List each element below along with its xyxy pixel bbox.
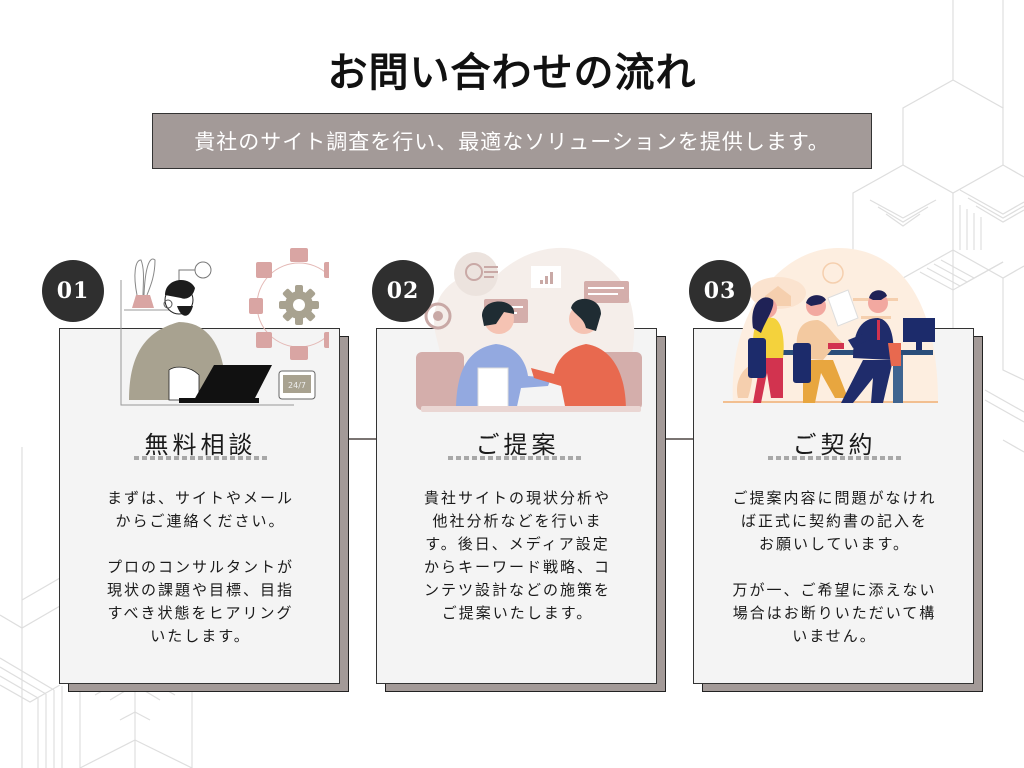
step-number-badge-2: 02: [372, 260, 434, 322]
step-description: まずは、サイトやメール からご連絡ください。 プロのコンサルタントが 現状の課題…: [80, 487, 321, 648]
step-3: ご契約 ご提案内容に問題がなけれ ば正式に契約書の記入を お願いしています。 万…: [693, 248, 983, 692]
step-title: ご契約: [792, 431, 877, 459]
step-card: ご契約 ご提案内容に問題がなけれ ば正式に契約書の記入を お願いしています。 万…: [693, 328, 974, 684]
step-number-badge-3: 03: [689, 260, 751, 322]
step-1: 無料相談 まずは、サイトやメール からご連絡ください。 プロのコンサルタントが …: [59, 248, 349, 692]
paragraph: ご提案内容に問題がなけれ ば正式に契約書の記入を お願いしています。: [732, 489, 937, 553]
step-number-badge-1: 01: [42, 260, 104, 322]
dotted-underline: [768, 456, 902, 460]
paragraph: プロのコンサルタントが 現状の課題や目標、目指 すべき状態をヒアリング いたしま…: [106, 558, 294, 645]
step-title: ご提案: [475, 431, 560, 459]
page-title: お問い合わせの流れ: [327, 49, 697, 96]
step-description: 貴社サイトの現状分析や 他社分析などを行いま す。後日、メディア設定 からキーワ…: [397, 487, 638, 625]
step-connector-2-3: [665, 438, 693, 440]
step-title: 無料相談: [144, 431, 257, 459]
dotted-underline: [448, 456, 582, 460]
paragraph: まずは、サイトやメール からご連絡ください。: [106, 489, 294, 530]
step-card: ご提案 貴社サイトの現状分析や 他社分析などを行いま す。後日、メディア設定 か…: [376, 328, 657, 684]
subtitle-text: 貴社のサイト調査を行い、最適なソリューションを提供します。: [194, 130, 830, 154]
dotted-underline: [134, 456, 268, 460]
subtitle-banner: 貴社のサイト調査を行い、最適なソリューションを提供します。: [152, 113, 872, 169]
step-card: 無料相談 まずは、サイトやメール からご連絡ください。 プロのコンサルタントが …: [59, 328, 340, 684]
step-connector-1-2: [348, 438, 376, 440]
step-2: ご提案 貴社サイトの現状分析や 他社分析などを行いま す。後日、メディア設定 か…: [376, 247, 666, 692]
step-description: ご提案内容に問題がなけれ ば正式に契約書の記入を お願いしています。 万が一、ご…: [714, 487, 955, 648]
paragraph: 万が一、ご希望に添えない 場合はお断りいただいて構 いません。: [732, 581, 937, 645]
paragraph: 貴社サイトの現状分析や 他社分析などを行いま す。後日、メディア設定 からキーワ…: [423, 489, 611, 622]
